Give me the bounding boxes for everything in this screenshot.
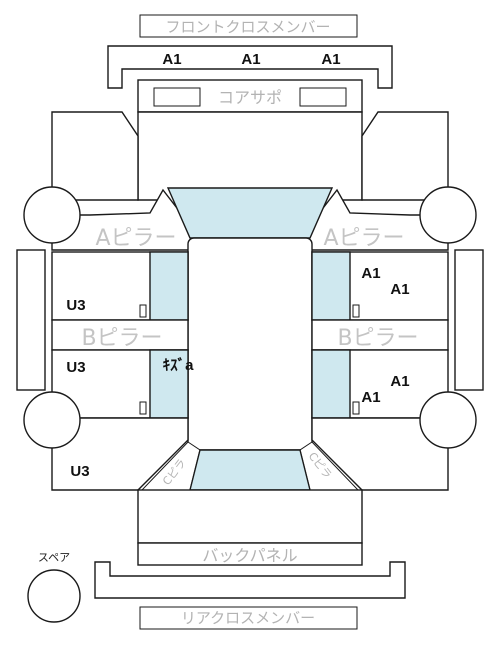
damage-code-front-1: A1 (162, 51, 181, 68)
rear-quarter-right[interactable] (311, 417, 449, 491)
back-panel[interactable] (137, 542, 363, 566)
core-support-label: コアサポ (218, 88, 282, 107)
rear-cross-member-label: リアクロスメンバー (181, 609, 315, 627)
front-bumper[interactable] (107, 45, 393, 89)
door-handle-front-right (352, 304, 360, 318)
front-cross-member-label: フロントクロスメンバー (165, 18, 330, 36)
wheel-front-left[interactable] (23, 186, 81, 244)
a-pillar-left-label: Aピラー (95, 226, 176, 251)
rear-bumper[interactable] (94, 561, 406, 599)
damage-code-left-rear-door: U3 (66, 359, 85, 376)
side-sill-right[interactable] (454, 249, 484, 391)
damage-code-right-front-door-1: A1 (361, 265, 380, 282)
spare-label: スペア (38, 551, 70, 564)
back-panel-label: バックパネル (202, 546, 297, 565)
a-pillar-right-label: Aピラー (323, 226, 404, 251)
rear-window-left[interactable] (149, 349, 189, 419)
headlight-left (153, 87, 201, 107)
front-window-right[interactable] (311, 251, 351, 321)
b-pillar-left-label: Bピラー (81, 326, 162, 351)
roof[interactable] (187, 237, 313, 451)
side-sill-left[interactable] (16, 249, 46, 391)
rear-quarter-left[interactable] (51, 417, 189, 491)
damage-code-left-rear-quarter: U3 (70, 463, 89, 480)
front-cross-member-box[interactable] (139, 14, 358, 38)
door-handle-front-left (139, 304, 147, 318)
wheel-front-right[interactable] (419, 186, 477, 244)
damage-code-right-rear-door-1: A1 (390, 373, 409, 390)
wheel-rear-left[interactable] (23, 391, 81, 449)
damage-code-right-front-door-2: A1 (390, 281, 409, 298)
b-pillar-right[interactable] (311, 319, 449, 351)
front-window-left[interactable] (149, 251, 189, 321)
damage-note-left-rear: ｷｽﾞa (163, 356, 195, 374)
damage-code-front-3: A1 (321, 51, 340, 68)
damage-code-front-2: A1 (241, 51, 260, 68)
damage-code-left-front-door: U3 (66, 297, 85, 314)
rear-cross-member-box[interactable] (139, 606, 358, 630)
door-handle-rear-right (352, 401, 360, 415)
windshield[interactable] (166, 187, 334, 239)
front-fender-left[interactable] (51, 111, 139, 201)
front-fender-right[interactable] (361, 111, 449, 201)
damage-code-right-rear-door-2: A1 (361, 389, 380, 406)
rear-window[interactable] (189, 449, 311, 491)
b-pillar-left[interactable] (51, 319, 189, 351)
wheel-rear-right[interactable] (419, 391, 477, 449)
headlight-right (299, 87, 347, 107)
rear-window-right[interactable] (311, 349, 351, 419)
door-handle-rear-left (139, 401, 147, 415)
b-pillar-right-label: Bピラー (337, 326, 418, 351)
spare-tire[interactable] (27, 569, 81, 623)
trunk[interactable] (137, 489, 363, 544)
